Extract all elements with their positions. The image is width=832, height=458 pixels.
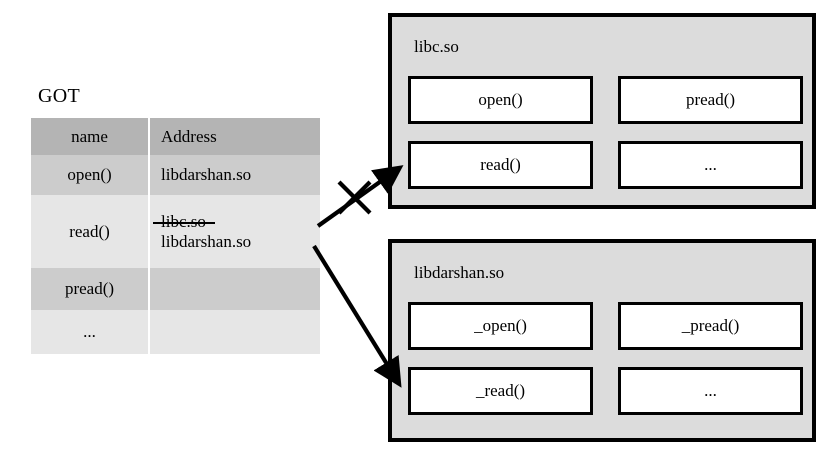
table-row[interactable]: ... — [31, 310, 320, 354]
arrow-to-libc-read — [316, 165, 404, 228]
panel-libc: libc.so open() pread() read() ... — [388, 13, 816, 209]
got-table: name Address open() libdarshan.so read()… — [31, 118, 320, 354]
panel-libdarshan: libdarshan.so _open() _pread() _read() .… — [388, 239, 816, 442]
panel-libdarshan-title: libdarshan.so — [414, 263, 505, 282]
row-name-open: open() — [67, 165, 112, 184]
table-row[interactable]: read() libc.so libdarshan.so — [31, 195, 320, 268]
row-address-open-value: libdarshan.so — [161, 165, 252, 185]
table-row[interactable]: open() libdarshan.so — [31, 155, 320, 195]
arrow-to-libdarshan-read — [312, 244, 402, 388]
header-cell-name: name — [71, 126, 108, 146]
row-address-read-struck: libc.so — [153, 212, 215, 232]
row-address-ellipsis — [149, 310, 320, 354]
row-address-open: libdarshan.so — [149, 155, 320, 195]
libc-read-box[interactable]: read() — [408, 141, 593, 189]
table-column-divider — [148, 118, 150, 354]
table-row[interactable]: pread() — [31, 268, 320, 310]
row-address-read-value: libdarshan.so — [161, 231, 252, 251]
got-label: GOT — [38, 85, 81, 107]
libdarshan-open-box[interactable]: _open() — [408, 302, 593, 350]
row-address-pread — [149, 268, 320, 310]
header-cell-address: Address — [161, 126, 217, 146]
row-name-pread: pread() — [64, 279, 115, 298]
row-name-ellipsis: ... — [83, 322, 96, 341]
libc-pread-box[interactable]: pread() — [618, 76, 803, 124]
x-cross-icon — [337, 180, 372, 215]
libdarshan-pread-box[interactable]: _pread() — [618, 302, 803, 350]
libdarshan-read-box[interactable]: _read() — [408, 367, 593, 415]
panel-libc-title: libc.so — [414, 37, 459, 56]
row-name-read: read() — [69, 221, 110, 241]
libc-open-box[interactable]: open() — [408, 76, 593, 124]
libdarshan-ellipsis-box[interactable]: ... — [618, 367, 803, 415]
row-address-read: libc.so libdarshan.so — [149, 195, 320, 268]
libc-ellipsis-box[interactable]: ... — [618, 141, 803, 189]
table-header-row: name Address — [31, 118, 320, 155]
